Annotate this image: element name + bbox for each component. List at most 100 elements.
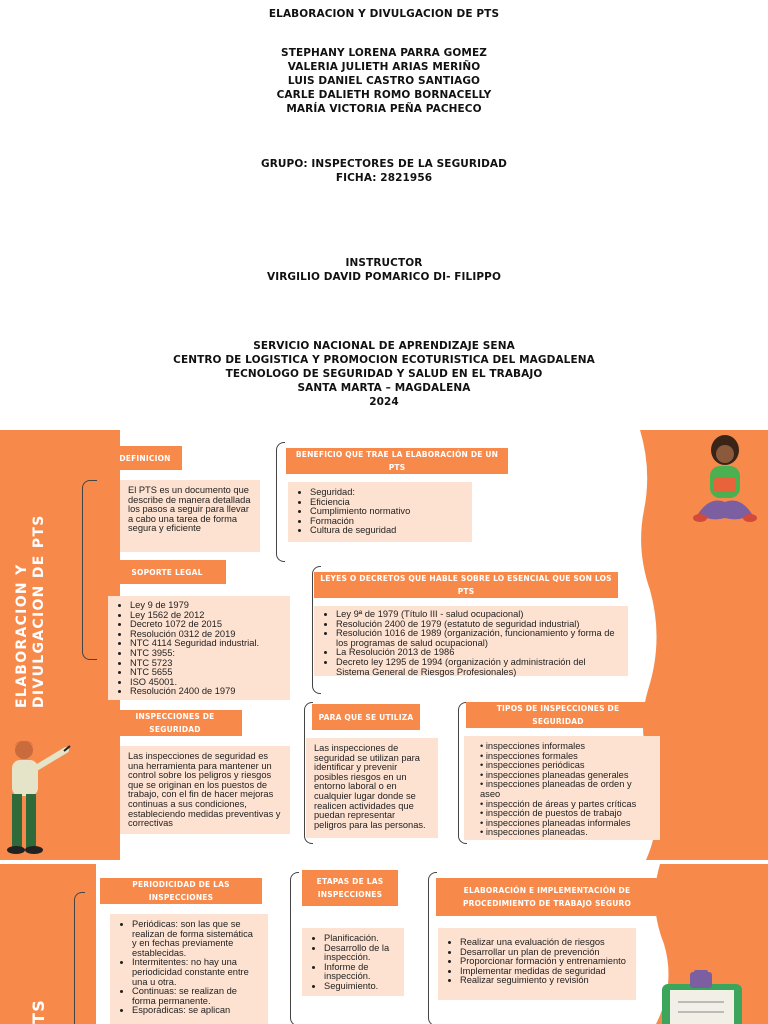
list-item: Proporcionar formación y entrenamiento (460, 957, 628, 967)
list-item: Cumplimiento normativo (310, 507, 464, 517)
instructor-label: INSTRUCTOR (345, 257, 423, 269)
list-item: • inspecciones periódicas (480, 760, 585, 771)
institution-line-2: CENTRO DE LOGISTICA Y PROMOCION ECOTURIS… (173, 354, 595, 366)
etapas-header: ETAPAS DE LAS INSPECCIONES (302, 870, 398, 906)
definicion-box: El PTS es un documento que describe de m… (120, 480, 260, 552)
list-item: Periódicas: son las que se realizan de f… (132, 919, 260, 958)
list-item: NTC 5723 (130, 658, 282, 669)
list-item-text: inspecciones planeadas de orden y aseo (480, 779, 632, 799)
list-item: Ley 1562 de 2012 (130, 610, 282, 621)
brace-elaboracion (428, 872, 437, 1024)
list-item-text: inspección de puestos de trabajo (485, 808, 622, 819)
list-item: • inspecciones informales (480, 741, 586, 751)
list-item-text: inspecciones periódicas (485, 760, 585, 771)
list-item: • inspección de puestos de trabajo (480, 808, 622, 819)
brace-left (82, 480, 97, 660)
elaboracion-box: Realizar una evaluación de riesgos Desar… (438, 928, 636, 1000)
soporte-list: Ley 9 de 1979 Ley 1562 de 2012 Decreto 1… (116, 600, 282, 697)
list-item: Resolución 2400 de 1979 (130, 687, 282, 697)
list-item: • inspecciones planeadas generales (480, 769, 629, 780)
vertical-title-line-2: DIVULGACION DE PTS (31, 514, 47, 708)
brace-etapas (290, 872, 299, 1024)
list-item: ISO 45001. (130, 677, 282, 688)
list-item: • inspecciones planeadas informales (480, 817, 631, 828)
leyes-box: Ley 9ª de 1979 (Título III - salud ocupa… (314, 606, 628, 676)
list-item: NTC 5655 (130, 668, 282, 678)
author-2: VALERIA JULIETH ARIAS MERIÑO (287, 61, 481, 73)
periodicidad-list: Periódicas: son las que se realizan de f… (118, 919, 260, 1016)
definicion-text: El PTS es un documento que describe de m… (128, 485, 251, 534)
list-item: Esporádicas: se aplican (132, 1006, 260, 1016)
ficha-label: FICHA: 2821956 (335, 172, 433, 184)
woman-reading-illustration (693, 435, 757, 522)
list-item: Ley 9 de 1979 (130, 600, 282, 611)
definicion-header: DEFINICION (108, 446, 182, 470)
inspecciones-box: Las inspecciones de seguridad es una her… (120, 746, 290, 834)
list-item: Cultura de seguridad (310, 526, 464, 536)
list-item: Intermitentes: no hay una periodicidad c… (132, 958, 260, 987)
vertical-title-slide-2: TS (29, 998, 48, 1024)
author-4: CARLE DALIETH ROMO BORNACELLY (276, 89, 492, 101)
list-item: Formación (310, 516, 464, 527)
author-3: LUIS DANIEL CASTRO SANTIAGO (287, 75, 481, 87)
mindmap-slide-1: ELABORACION Y DIVULGACION DE PTS DEFINIC… (0, 430, 768, 860)
leyes-list: Ley 9ª de 1979 (Título III - salud ocupa… (322, 609, 620, 677)
elaboracion-list: Realizar una evaluación de riesgos Desar… (446, 937, 628, 986)
inspecciones-text: Las inspecciones de seguridad es una her… (128, 751, 281, 829)
cover-page: ELABORACION Y DIVULGACION DE PTS STEPHAN… (0, 0, 768, 430)
list-item: Informe de inspección. (324, 962, 396, 982)
para-que-header: PARA QUE SE UTILIZA (312, 704, 420, 730)
list-item: Resolución 2400 de 1979 (estatuto de seg… (336, 619, 620, 630)
institution-line-4: SANTA MARTA – MAGDALENA (297, 382, 471, 394)
list-item-text: inspecciones informales (485, 741, 586, 751)
list-item: Continuas: se realizan de forma permanen… (132, 986, 260, 1006)
list-item-text: inspecciones planeadas generales (485, 769, 629, 780)
tipos-header: TIPOS DE INSPECCIONES DE SEGURIDAD (466, 702, 650, 728)
list-item: Realizar una evaluación de riesgos (460, 937, 628, 948)
list-item: • inspecciones formales (480, 750, 578, 761)
beneficio-header: BENEFICIO QUE TRAE LA ELABORACIÓN DE UN … (286, 448, 508, 474)
author-1: STEPHANY LORENA PARRA GOMEZ (281, 47, 487, 59)
brace-tipos (458, 702, 467, 844)
group-label: GRUPO: INSPECTORES DE LA SEGURIDAD (261, 158, 507, 170)
list-item: Desarrollo de la inspección. (324, 943, 396, 963)
elaboracion-header: ELABORACIÓN E IMPLEMENTACIÓN DE PROCEDIM… (436, 878, 658, 916)
list-item: Seguridad: (310, 487, 464, 498)
list-item: • inspecciones planeadas de orden y aseo (480, 779, 632, 799)
list-item: Decreto ley 1295 de 1994 (organización y… (336, 657, 620, 677)
list-item: Seguimiento. (324, 981, 396, 992)
list-item: • inspecciones planeadas. (480, 827, 588, 838)
list-item: Decreto 1072 de 2015 (130, 620, 282, 630)
instructor-name: VIRGILIO DAVID POMARICO DI- FILIPPO (267, 271, 501, 283)
vertical-title: ELABORACION Y DIVULGACION DE PTS (14, 514, 48, 708)
list-item-text: inspecciones formales (485, 750, 578, 761)
tipos-box: • inspecciones informales • inspecciones… (464, 736, 660, 840)
periodicidad-header: PERIODICIDAD DE LAS INSPECCIONES (100, 878, 262, 904)
soporte-header: SOPORTE LEGAL (108, 560, 226, 584)
beneficio-box: Seguridad: Eficiencia Cumplimiento norma… (288, 482, 472, 542)
brace-beneficio (276, 442, 285, 562)
brace-left-slide-2 (74, 892, 85, 1024)
author-5: MARÍA VICTORIA PEÑA PACHECO (286, 103, 482, 115)
list-item: Implementar medidas de seguridad (460, 966, 628, 977)
list-item: Eficiencia (310, 497, 464, 508)
soporte-box: Ley 9 de 1979 Ley 1562 de 2012 Decreto 1… (108, 596, 290, 700)
institution-line-3: TECNOLOGO DE SEGURIDAD Y SALUD EN EL TRA… (225, 368, 543, 380)
institution-line-5: 2024 (369, 396, 399, 408)
clipboard-illustration (662, 970, 742, 1024)
list-item: Planificación. (324, 933, 396, 944)
list-item-text: inspecciones planeadas. (485, 827, 588, 838)
list-item: Ley 9ª de 1979 (Título III - salud ocupa… (336, 609, 620, 620)
list-item: • inspección de áreas y partes críticas (480, 798, 637, 809)
brace-para-que (304, 702, 313, 844)
cover-title: ELABORACION Y DIVULGACION DE PTS (268, 8, 500, 20)
vertical-title-line-1: ELABORACION Y (14, 563, 30, 708)
list-item-text: inspecciones planeadas informales (485, 817, 631, 828)
beneficio-list: Seguridad: Eficiencia Cumplimiento norma… (296, 487, 464, 536)
institution-line-1: SERVICIO NACIONAL DE APRENDIZAJE SENA (253, 340, 515, 352)
mindmap-slide-2: TS PERIODICIDAD DE LAS INSPECCIONES Peri… (0, 864, 768, 1024)
brace-leyes (312, 566, 321, 694)
list-item: Realizar seguimiento y revisión (460, 976, 628, 986)
list-item: Desarrollar un plan de prevención (460, 947, 628, 958)
para-que-text: Las inspecciones de seguridad se utiliza… (314, 743, 426, 830)
